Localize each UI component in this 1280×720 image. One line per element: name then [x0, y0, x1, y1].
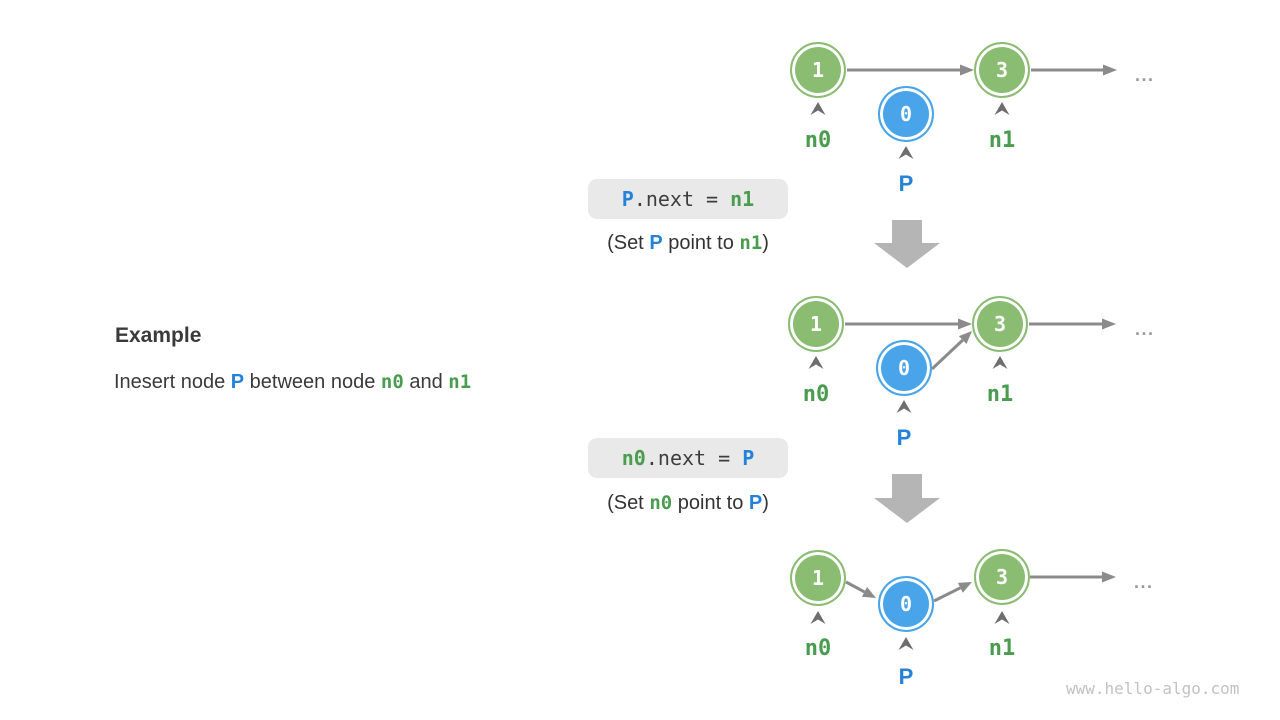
- code-token-p: P: [621, 187, 634, 211]
- caret-up-icon-n0-stage2: [808, 356, 824, 369]
- arrow-1-to-p-stage3: [845, 580, 866, 594]
- list-node-n1-stage3: 3: [974, 549, 1030, 605]
- label-p-stage1: P: [898, 171, 914, 196]
- list-node-p-stage3: 0: [878, 576, 934, 632]
- example-heading: Example: [115, 324, 202, 347]
- caret-up-icon-n1-stage1: [994, 102, 1010, 115]
- caption1-mid: point to: [662, 232, 740, 254]
- code-token-next2: .next =: [645, 446, 743, 470]
- arrowhead-3-to-rest-stage3: [1102, 571, 1116, 583]
- caption2-open: (Set: [607, 492, 650, 514]
- code-box-step1: P.next = n1: [588, 179, 788, 219]
- code-token-p2: P: [742, 446, 755, 470]
- caret-up-icon-n1-stage3: [994, 611, 1010, 624]
- label-n1-stage2: n1: [986, 382, 1014, 407]
- code-token-n0: n0: [621, 446, 646, 470]
- arrowhead-1-to-3-stage1: [960, 64, 974, 76]
- node-value: 3: [995, 565, 1009, 589]
- caret-up-icon-n0-stage3: [810, 611, 826, 624]
- arrowhead-p-to-3-stage3: [957, 582, 972, 593]
- node-value: 1: [811, 566, 825, 590]
- caret-up-icon-n0-stage1: [810, 102, 826, 115]
- list-node-p-stage1: 0: [878, 86, 934, 142]
- step-down-arrow-icon-1: [874, 220, 940, 268]
- label-p-stage3: P: [898, 664, 914, 689]
- node-value: 1: [811, 58, 825, 82]
- list-node-p-stage2: 0: [876, 340, 932, 396]
- arrow-p-to-3-stage2: [930, 339, 964, 371]
- caret-up-icon-p-stage1: [898, 146, 914, 159]
- code-box-step2: n0.next = P: [588, 438, 788, 478]
- label-n0-stage2: n0: [802, 382, 830, 407]
- node-n0-ref: n0: [380, 371, 404, 393]
- caption2-p-ref: P: [748, 492, 763, 514]
- step-down-arrow-icon-2: [874, 474, 940, 523]
- list-node-n1-stage1: 3: [974, 42, 1030, 98]
- code-token-n1: n1: [730, 187, 755, 211]
- label-n0-stage3: n0: [804, 636, 832, 661]
- arrowhead-1-to-3-stage2: [958, 318, 972, 330]
- node-value: 3: [995, 58, 1009, 82]
- sentence-and: and: [403, 371, 449, 393]
- ellipsis-stage1: ...: [1135, 65, 1155, 85]
- label-p-stage2: P: [896, 425, 912, 450]
- label-n1-stage3: n1: [988, 636, 1016, 661]
- caption2-n0-ref: n0: [649, 492, 673, 514]
- arrow-p-to-3-stage3: [933, 586, 962, 603]
- ellipsis-stage2: ...: [1135, 319, 1155, 339]
- caption1-open: (Set: [607, 232, 650, 254]
- caret-up-icon-n1-stage2: [992, 356, 1008, 369]
- site-watermark: www.hello-algo.com: [1066, 679, 1240, 698]
- code-token-next: .next =: [633, 187, 731, 211]
- node-value: 0: [897, 356, 911, 380]
- arrowhead-3-to-rest-stage1: [1103, 64, 1117, 76]
- ellipsis-stage3: ...: [1134, 572, 1154, 592]
- caption1-close: ): [762, 232, 769, 254]
- arrowhead-p-to-3-stage2: [958, 331, 972, 344]
- label-n0-stage1: n0: [804, 128, 832, 153]
- code-caption-step1: (Set P point to n1): [538, 230, 838, 256]
- arrowhead-3-to-rest-stage2: [1102, 318, 1116, 330]
- list-node-n1-stage2: 3: [972, 296, 1028, 352]
- caption1-n1-ref: n1: [739, 232, 763, 254]
- sentence-mid: between node: [244, 371, 381, 393]
- example-sentence: Inesert node P between node n0 and n1: [114, 369, 471, 395]
- list-node-n0-stage3: 1: [790, 550, 846, 606]
- caption2-close: ): [762, 492, 769, 514]
- caption2-mid: point to: [672, 492, 749, 514]
- node-value: 0: [899, 592, 913, 616]
- node-value: 3: [993, 312, 1007, 336]
- caret-up-icon-p-stage2: [896, 400, 912, 413]
- caption1-p-ref: P: [649, 232, 663, 254]
- label-n1-stage1: n1: [988, 128, 1016, 153]
- arrowhead-1-to-p-stage3: [861, 587, 876, 598]
- node-p-ref: P: [230, 371, 245, 393]
- node-value: 1: [809, 312, 823, 336]
- node-value: 0: [899, 102, 913, 126]
- sentence-pre: Inesert node: [114, 371, 231, 393]
- node-n1-ref: n1: [448, 371, 472, 393]
- list-node-n0-stage1: 1: [790, 42, 846, 98]
- code-caption-step2: (Set n0 point to P): [538, 490, 838, 516]
- list-node-n0-stage2: 1: [788, 296, 844, 352]
- caret-up-icon-p-stage3: [898, 637, 914, 650]
